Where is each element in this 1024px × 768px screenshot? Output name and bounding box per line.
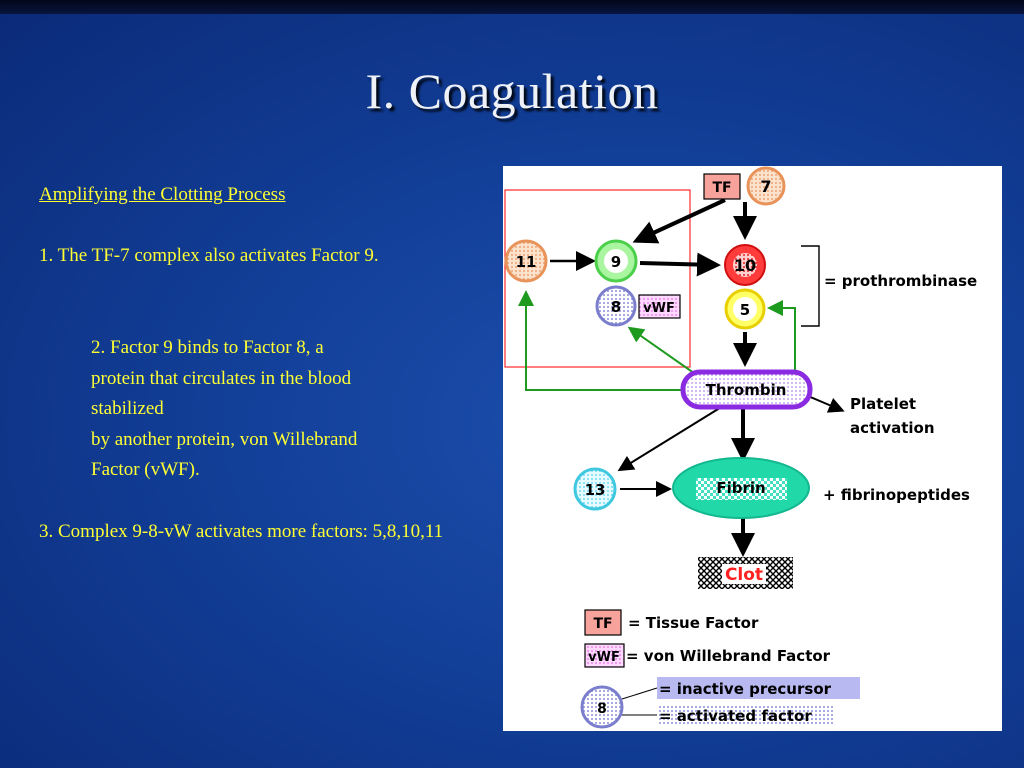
point-1: 1. The TF-7 complex also activates Facto… (39, 245, 379, 266)
factor-13 (573, 467, 617, 511)
platelet-activation-line1: Platelet (850, 395, 916, 413)
green-arrow-thrombin-to-8 (627, 326, 702, 379)
factor-10-inner (733, 253, 757, 277)
point-2-line: by another protein, von Willebrand (91, 428, 358, 450)
point-2-line: protein that circulates in the blood (91, 367, 352, 389)
legend-sample-factor (580, 685, 624, 729)
factor-10-label: 10 (734, 256, 756, 275)
fibrin-label: Fibrin (716, 479, 765, 497)
factor-11 (504, 239, 548, 283)
point-2-line: 2. Factor 9 binds to Factor 8, a (91, 337, 324, 358)
arrow-7-to-9 (632, 198, 726, 244)
green-arrow-thrombin-to-5 (767, 300, 796, 376)
factor-5-inner (733, 297, 757, 321)
legend-vwf-box (584, 643, 625, 668)
prothrombinase-label: = prothrombinase (824, 272, 977, 290)
slide-title: I. Coagulation (365, 63, 659, 119)
vwf-label: vWF (643, 301, 675, 316)
top-edge-bar (0, 0, 1024, 14)
factor-8 (595, 285, 637, 327)
tf-label: TF (712, 180, 731, 196)
fibrinopeptides-label: + fibrinopeptides (823, 486, 970, 504)
factor-8-label: 8 (611, 298, 621, 316)
point-2-line: Factor (vWF). (91, 459, 200, 480)
legend-tf-box (584, 609, 622, 636)
coagulation-diagram: TF 7 11 9 8 vWF 10 5 = prothrombinase Th… (503, 166, 1002, 731)
legend-activated-text: = activated factor (659, 707, 812, 725)
factor-7 (746, 166, 786, 206)
vwf-box (638, 294, 681, 319)
thrombin (680, 369, 813, 410)
point-2: 2. Factor 9 binds to Factor 8, a protein… (91, 333, 486, 486)
fibrin-inner (696, 478, 787, 500)
platelet-activation-line2: activation (850, 419, 935, 437)
tf-box (703, 173, 741, 200)
clot-label-bg (722, 564, 766, 584)
prothrombinase-bracket (801, 245, 820, 327)
factor-11-label: 11 (516, 253, 537, 271)
legend-vwf-box-label: vWF (588, 650, 620, 665)
legend-inactive-bg (657, 677, 860, 699)
point-3: 3. Complex 9-8-vW activates more factors… (39, 521, 444, 542)
arrow-thrombin-to-platelet (807, 395, 845, 413)
highlight-box (504, 189, 691, 368)
legend-vwf-text: = von Willebrand Factor (626, 647, 831, 665)
factor-13-label: 13 (585, 481, 606, 499)
legend-sample-label: 8 (597, 701, 607, 717)
clot-label: Clot (725, 565, 763, 585)
point-2-line: stabilized (91, 398, 164, 419)
thrombin-label: Thrombin (706, 381, 787, 399)
legend-activated-bg (657, 704, 833, 726)
factor-9-inner (604, 249, 628, 273)
coagulation-cascade-svg: TF 7 11 9 8 vWF 10 5 = prothrombinase Th… (504, 166, 977, 729)
arrow-thrombin-to-13 (617, 405, 724, 472)
green-arrow-thrombin-to-11 (518, 290, 691, 391)
arrow-9-to-10 (639, 252, 721, 277)
factor-5-label: 5 (740, 301, 750, 319)
legend-inactive-text: = inactive precursor (659, 680, 832, 698)
legend-pointer-top (621, 687, 658, 700)
factor-9-label: 9 (611, 253, 621, 271)
legend-tf-text: = Tissue Factor (628, 614, 759, 632)
factor-7-label: 7 (760, 177, 771, 196)
legend-tf-box-label: TF (593, 616, 612, 632)
section-heading: Amplifying the Clotting Process (39, 184, 286, 205)
